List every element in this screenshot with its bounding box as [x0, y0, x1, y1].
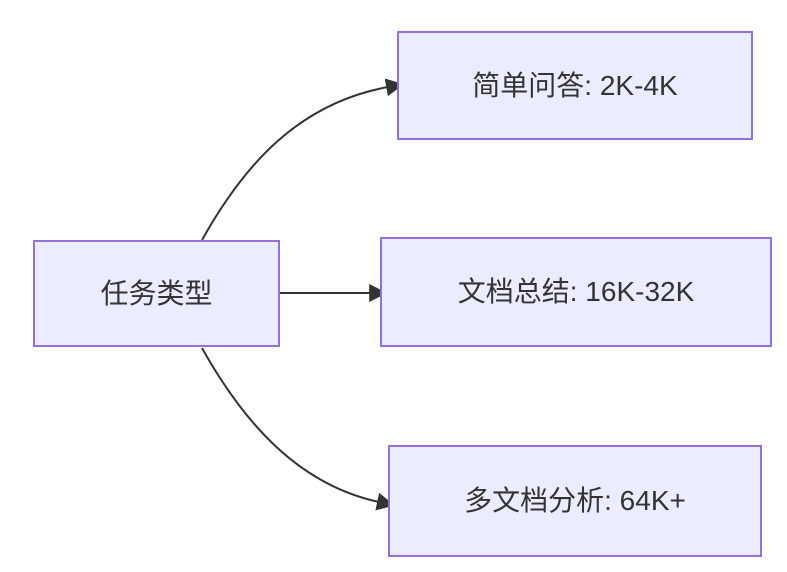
node-multi-doc-analysis-label: 多文档分析: 64K+ — [464, 485, 686, 517]
node-multi-doc-analysis: 多文档分析: 64K+ — [388, 445, 762, 557]
node-simple-qa-label: 简单问答: 2K-4K — [472, 69, 678, 101]
node-doc-summary: 文档总结: 16K-32K — [380, 237, 772, 347]
edge-root-to-multi-doc — [201, 347, 395, 511]
node-task-type: 任务类型 — [33, 240, 280, 347]
edge-root-to-simple-qa — [201, 78, 404, 241]
node-doc-summary-label: 文档总结: 16K-32K — [457, 276, 695, 308]
node-simple-qa: 简单问答: 2K-4K — [397, 31, 753, 140]
node-task-type-label: 任务类型 — [100, 277, 213, 309]
